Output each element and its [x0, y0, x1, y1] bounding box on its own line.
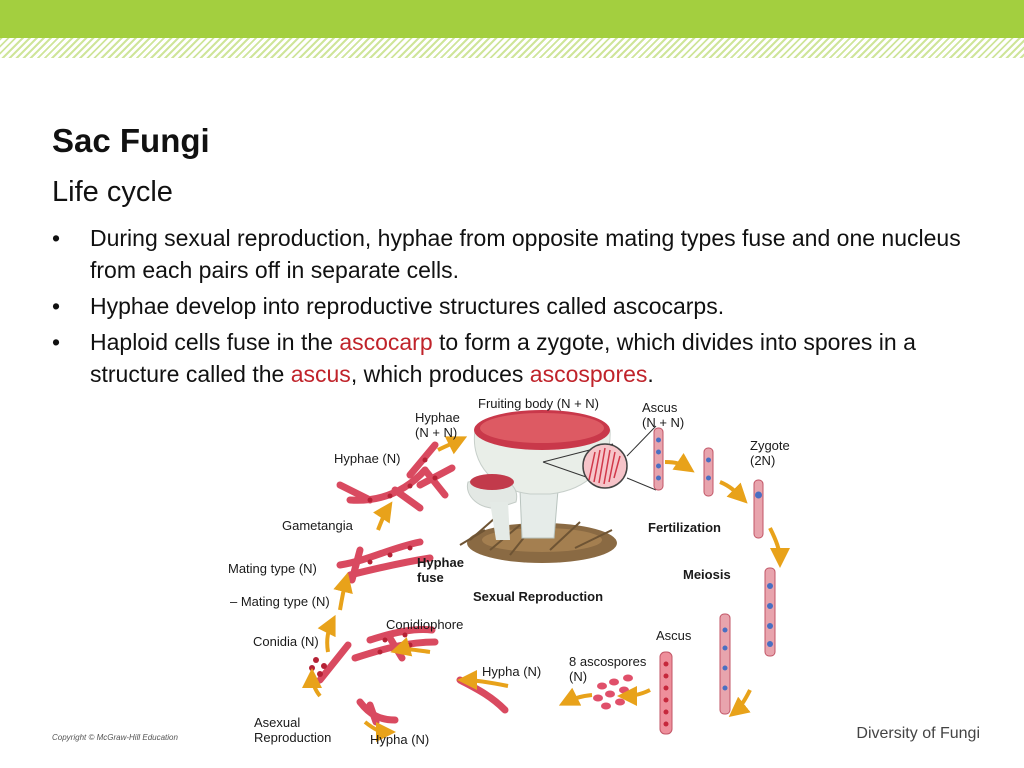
label-ascus: Ascus: [656, 628, 692, 643]
bullet-text-pre: Haploid cells fuse in the: [90, 329, 340, 355]
label-ascospores: 8 ascospores: [569, 654, 647, 669]
top-accent-bar: [0, 0, 1024, 38]
label-hyphae-nn: Hyphae: [415, 410, 460, 425]
cycle-arrows: [302, 436, 790, 742]
label-hyphae-fuse: Hyphae: [417, 555, 464, 570]
label-conidia: Conidia (N): [253, 634, 319, 649]
ascospores-illustration: [593, 674, 633, 710]
bullet-text-post: .: [647, 361, 654, 387]
label-fertilization: Fertilization: [648, 520, 721, 535]
label-hyphae-nn-ploidy: (N + N): [415, 425, 457, 440]
life-cycle-diagram: Fruiting body (N + N) Hyphae (N + N) Asc…: [228, 396, 790, 747]
bullet-text-mid: to form a zygote, which divides into spo…: [90, 329, 916, 387]
label-gametangia: Gametangia: [282, 518, 354, 533]
label-ascospores-ploidy: (N): [569, 669, 587, 684]
label-ascus-nn-ploidy: (N + N): [642, 415, 684, 430]
label-asexual-reproduction: Reproduction: [254, 730, 331, 745]
bullet-text: During sexual reproduction, hyphae from …: [90, 225, 961, 283]
bullet-item: • Haploid cells fuse in the ascocarp to …: [52, 326, 982, 390]
label-zygote-ploidy: (2N): [750, 453, 775, 468]
label-ascus-nn: Ascus: [642, 400, 678, 415]
bullet-text: Hyphae develop into reproductive structu…: [90, 293, 725, 319]
label-sexual-reproduction: Sexual Reproduction: [473, 589, 603, 604]
bullet-list: • During sexual reproduction, hyphae fro…: [52, 222, 982, 394]
bullet-item: • During sexual reproduction, hyphae fro…: [52, 222, 982, 286]
section-footer: Diversity of Fungi: [856, 725, 980, 742]
ascus-tubes-illustration: [653, 427, 776, 735]
label-hypha-n-mid: Hypha (N): [482, 664, 541, 679]
label-asexual: Asexual: [254, 715, 300, 730]
label-hypha-n-bottom: Hypha (N): [370, 732, 429, 747]
slide-title: Sac Fungi: [52, 122, 210, 159]
label-hyphae-fuse-2: fuse: [417, 570, 444, 585]
term-ascocarp: ascocarp: [339, 329, 433, 355]
label-meiosis: Meiosis: [683, 567, 731, 582]
copyright-text: Copyright © McGraw-Hill Education: [52, 733, 178, 742]
top-hatch-band: [0, 38, 1024, 58]
label-mating-plus: Mating type (N): [228, 561, 317, 576]
bullet-item: • Hyphae develop into reproductive struc…: [52, 290, 982, 322]
bullet-text-mid: , which produces: [350, 361, 530, 387]
fruiting-body-illustration: [466, 410, 611, 540]
label-mating-minus: – Mating type (N): [230, 594, 330, 609]
label-conidiophore: Conidiophore: [386, 617, 463, 632]
term-ascus: ascus: [290, 361, 351, 387]
bullet-dot-icon: •: [52, 225, 61, 251]
label-hyphae-n: Hyphae (N): [334, 451, 400, 466]
bullet-dot-icon: •: [52, 293, 61, 319]
label-fruiting-body: Fruiting body (N + N): [478, 396, 599, 411]
label-zygote: Zygote: [750, 438, 790, 453]
term-ascospores: ascospores: [529, 361, 648, 387]
magnified-ascus-illustration: [542, 425, 657, 491]
slide-subtitle: Life cycle: [52, 176, 173, 208]
bullet-dot-icon: •: [52, 329, 61, 355]
